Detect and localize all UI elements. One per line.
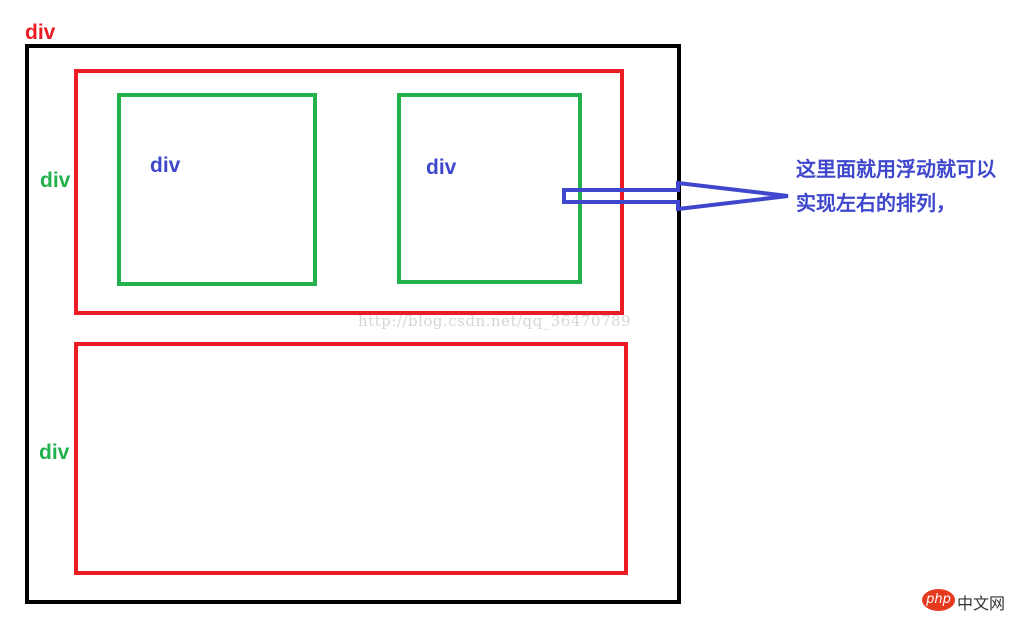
watermark-text: http://blog.csdn.net/qq_36470789 (358, 312, 632, 330)
left-float-box (117, 93, 317, 286)
annotation-note-line-2: 实现左右的排列， (796, 191, 956, 215)
top-container-label: div (40, 169, 71, 192)
annotation-note: 这里面就用浮动就可以 实现左右的排列， (796, 152, 1011, 220)
annotation-note-line-1: 这里面就用浮动就可以 (796, 157, 996, 181)
outer-div-box (25, 44, 681, 604)
php-cn-logo: php 中文网 (922, 589, 1012, 613)
logo-badge: php (922, 589, 955, 611)
left-float-label: div (150, 154, 181, 177)
right-float-label: div (426, 156, 457, 179)
outer-div-label: div (25, 21, 56, 44)
bottom-container-box (74, 342, 628, 575)
logo-text: 中文网 (957, 594, 1006, 613)
bottom-container-label: div (39, 441, 70, 464)
